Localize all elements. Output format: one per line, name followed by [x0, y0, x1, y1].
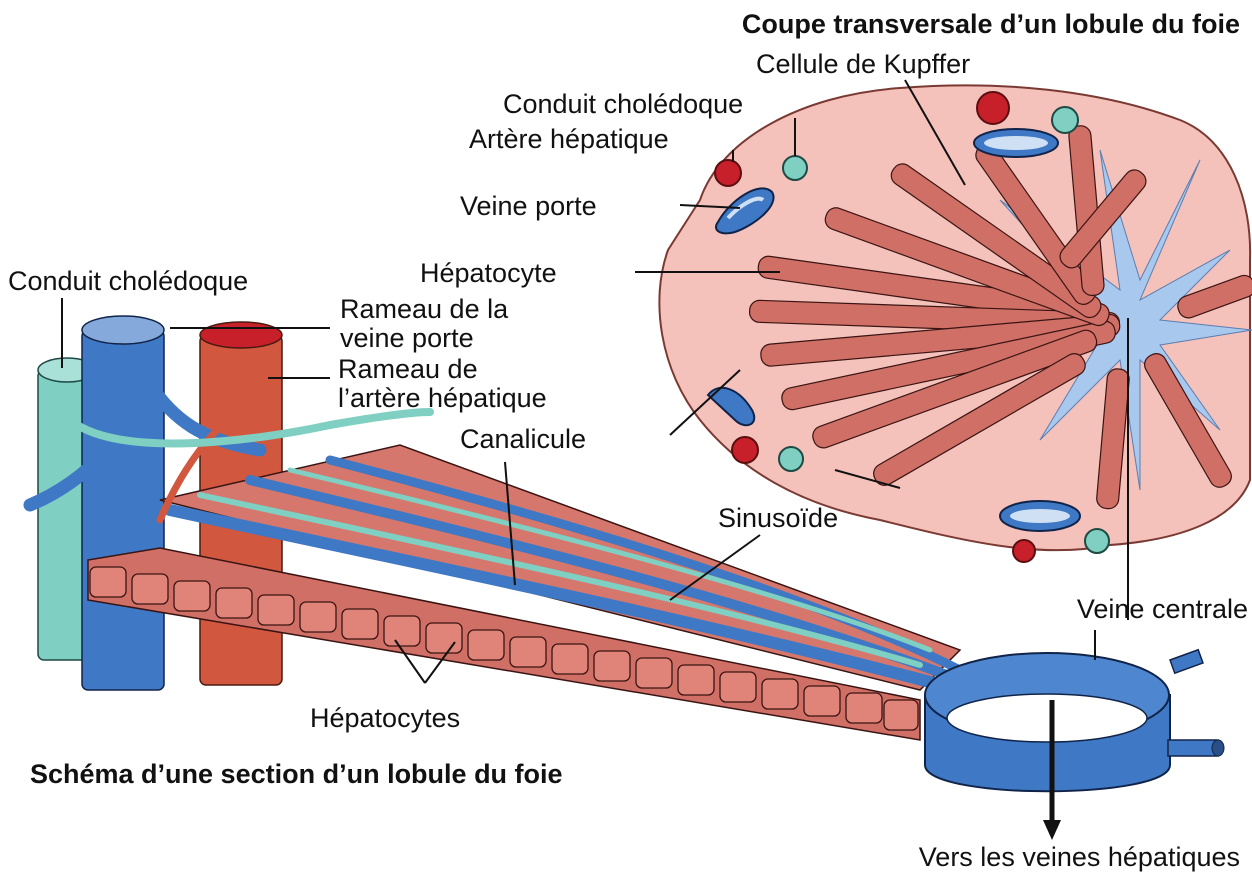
- bile-duct-circle: [783, 156, 807, 180]
- label-rameau-veine-1: Rameau de la: [340, 294, 509, 324]
- central-vein: [925, 650, 1224, 840]
- label-veine-porte: Veine porte: [460, 191, 597, 221]
- label-hepatocyte: Hépatocyte: [420, 258, 557, 288]
- title-top: Coupe transversale d’un lobule du foie: [742, 9, 1240, 39]
- title-bottom: Schéma d’une section d’un lobule du foie: [30, 759, 563, 789]
- label-rameau-veine-2: veine porte: [340, 323, 474, 353]
- artery-circle: [715, 160, 741, 186]
- label-veine-centrale: Veine centrale: [1077, 594, 1248, 624]
- lobule-cross-section: [659, 85, 1252, 562]
- label-canalicule: Canalicule: [460, 424, 586, 454]
- label-vers-veines: Vers les veines hépatiques: [919, 842, 1240, 872]
- label-rameau-artere-2: l’artère hépatique: [338, 383, 547, 413]
- label-conduit-top: Conduit cholédoque: [503, 89, 743, 119]
- label-hepatocytes: Hépatocytes: [310, 703, 460, 733]
- label-artere: Artère hépatique: [469, 124, 669, 154]
- label-rameau-artere-1: Rameau de: [338, 354, 478, 384]
- label-sinusoide: Sinusoïde: [718, 503, 838, 533]
- label-conduit-left: Conduit cholédoque: [8, 266, 248, 296]
- label-kupffer: Cellule de Kupffer: [756, 49, 970, 79]
